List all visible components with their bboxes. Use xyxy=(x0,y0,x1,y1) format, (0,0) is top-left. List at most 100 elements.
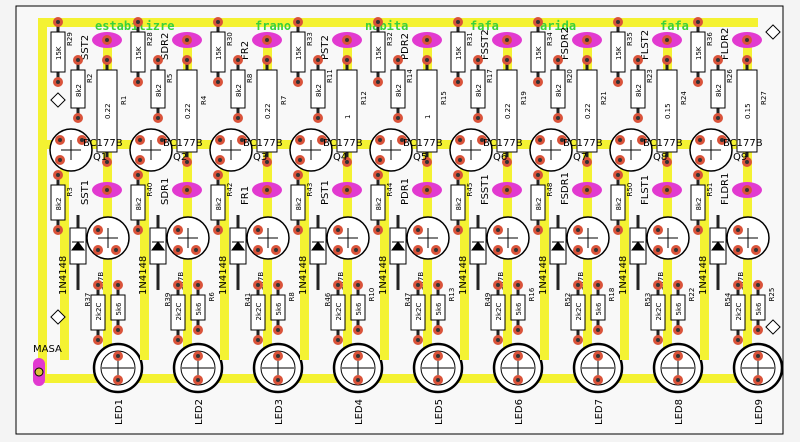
resistor-value: 2k2C xyxy=(575,303,583,321)
resistor-value: 15K xyxy=(55,46,63,60)
resistor-label: R18 xyxy=(608,288,616,302)
transistor-type: 547B xyxy=(177,272,185,290)
pad-hole xyxy=(376,80,380,84)
resistor-value: 15K xyxy=(295,46,303,60)
resistor-label: R52 xyxy=(564,293,572,307)
pad-hole xyxy=(176,228,180,232)
resistor-label: R21 xyxy=(600,91,608,105)
pad-hole xyxy=(745,188,749,192)
pad-hole xyxy=(296,80,300,84)
pad-hole xyxy=(616,80,620,84)
trace xyxy=(300,160,309,360)
resistor-value: 8k2 xyxy=(475,84,483,97)
pad-hole xyxy=(536,173,540,177)
resistor-body xyxy=(730,294,746,331)
pad-hole xyxy=(185,38,189,42)
resistor-label: R37 xyxy=(84,293,92,307)
resistor-value: 15K xyxy=(615,46,623,60)
pad-hole xyxy=(436,283,440,287)
pad-hole xyxy=(185,160,189,164)
resistor-label: R11 xyxy=(326,69,334,83)
ground-connector[interactable]: MASA xyxy=(33,344,62,386)
pad-hole xyxy=(58,138,62,142)
transistor-type: BC177B xyxy=(243,138,283,149)
pad-hole xyxy=(756,378,760,382)
pad-hole xyxy=(665,160,669,164)
pad-hole xyxy=(96,338,100,342)
pad-hole xyxy=(436,328,440,332)
resistor-label: R7 xyxy=(280,96,288,105)
mounting-mark-icon xyxy=(50,309,66,325)
pad-hole xyxy=(720,138,724,142)
pad-hole xyxy=(754,248,758,252)
resistor-value: 8k2 xyxy=(315,84,323,97)
resistor-body xyxy=(650,294,666,331)
pad-hole xyxy=(56,228,60,232)
transistor-mark xyxy=(701,140,721,160)
pad-hole xyxy=(336,283,340,287)
resistor-label: R23 xyxy=(646,69,654,83)
pad-hole xyxy=(585,160,589,164)
pad-hole xyxy=(665,188,669,192)
resistor-label: R39 xyxy=(164,293,172,307)
resistor-body xyxy=(416,69,438,153)
resistor-body xyxy=(570,294,586,331)
pad-hole xyxy=(185,188,189,192)
pad-hole xyxy=(696,173,700,177)
trace xyxy=(423,40,432,380)
pad-hole xyxy=(676,378,680,382)
resistor-value: 5k6 xyxy=(515,302,523,316)
resistor-body xyxy=(96,69,118,153)
diode-label: 1N4148 xyxy=(458,256,469,295)
led-label: LED8 xyxy=(674,399,685,425)
pad-hole xyxy=(616,20,620,24)
resistor-body xyxy=(496,69,518,153)
diode-symbol xyxy=(71,241,85,251)
pad-hole xyxy=(618,158,622,162)
transistor-label: Q2 xyxy=(173,152,187,163)
transistor-mark xyxy=(301,140,321,160)
pad-hole xyxy=(514,248,518,252)
resistor-label: R50 xyxy=(626,183,634,197)
pad-hole xyxy=(196,283,200,287)
transistor-type: BC177B xyxy=(563,138,603,149)
pad-hole xyxy=(160,138,164,142)
column-3: 15KR30FR28k2R80.22R7BC177BQ3FR18k2R421N4… xyxy=(209,17,304,425)
transistor-mark xyxy=(541,140,561,160)
resistor-body xyxy=(256,69,278,153)
diode-symbol xyxy=(631,241,645,251)
resistor-label: R36 xyxy=(706,32,714,46)
pad-hole xyxy=(505,188,509,192)
transistor-mark xyxy=(141,140,161,160)
resistor-value: 8k2 xyxy=(635,84,643,97)
resistor-value: 5k6 xyxy=(115,302,123,316)
transistor-mark xyxy=(418,228,438,248)
pad-hole xyxy=(196,378,200,382)
pad-hole xyxy=(336,248,340,252)
pad-hole xyxy=(320,138,324,142)
trace xyxy=(663,40,672,380)
pad-hole xyxy=(425,58,429,62)
pad-hole xyxy=(105,38,109,42)
resistor-label: R5 xyxy=(166,74,174,83)
pad-hole xyxy=(316,116,320,120)
resistor-body xyxy=(390,69,406,109)
resistor-body xyxy=(50,184,66,221)
resistor-value: 5k6 xyxy=(275,302,283,316)
pad-hole xyxy=(560,138,564,142)
pad-hole xyxy=(105,58,109,62)
led-label: LED5 xyxy=(434,399,445,425)
pad-hole xyxy=(745,38,749,42)
transistor-type: BC177B xyxy=(323,138,363,149)
led-label: LED7 xyxy=(594,399,605,425)
resistor-value: 8k2 xyxy=(135,198,143,211)
pad-hole xyxy=(256,283,260,287)
resistor-value: 15K xyxy=(375,46,383,60)
trace xyxy=(183,40,192,380)
pad-hole xyxy=(756,354,760,358)
pad-hole xyxy=(425,188,429,192)
resistor-value: 1 xyxy=(344,115,352,119)
